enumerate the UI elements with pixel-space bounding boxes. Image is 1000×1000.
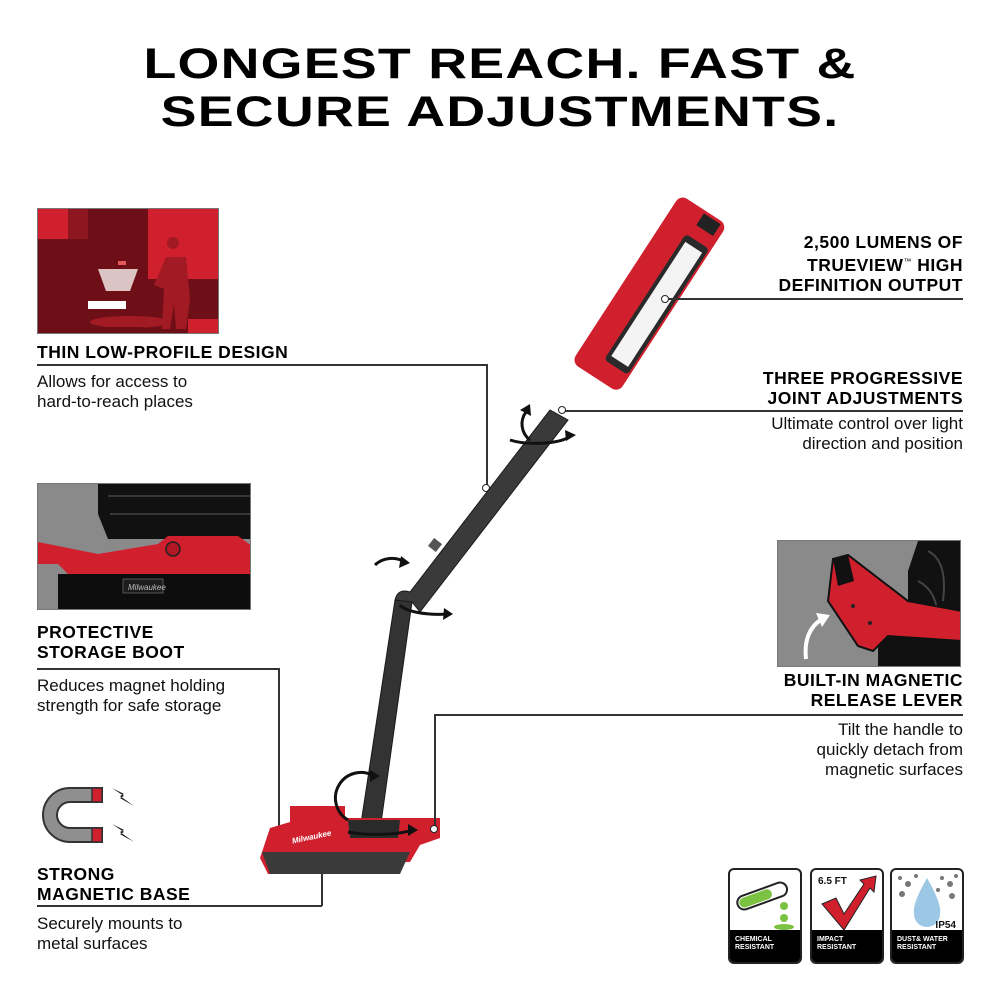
mechanic-under-truck-icon: [38, 209, 218, 333]
storage-boot-description: Reduces magnet holding strength for safe…: [37, 676, 226, 715]
joint-adjustments-callout-dot: [558, 406, 566, 414]
release-lever-title: BUILT-IN MAGNETIC RELEASE LEVER: [783, 670, 963, 710]
magnet-icon: [40, 784, 140, 846]
magnetic-base-title: STRONG MAGNETIC BASE: [37, 864, 191, 904]
lumens-callout-line: [667, 298, 963, 300]
release-lever-callout-line: [435, 714, 963, 716]
impact-resistant-badge: 6.5 FT IMPACT RESISTANT: [810, 868, 884, 964]
dust-water-resistant-badge: IP54 DUST& WATER RESISTANT: [890, 868, 964, 964]
rotate-arrow-icon: [333, 770, 375, 822]
lumens-title: 2,500 LUMENS OF TRUEVIEW™ HIGH DEFINITIO…: [778, 232, 963, 295]
lightning-icon: [112, 788, 134, 806]
storage-boot-title: PROTECTIVE STORAGE BOOT: [37, 622, 185, 662]
storage-boot-illustration: Milwaukee: [37, 483, 251, 610]
storage-boot-callout-line-vertical: [278, 668, 280, 864]
release-lever-callout-dot: [430, 825, 438, 833]
headline-line-2: SECURE ADJUSTMENTS.: [160, 88, 840, 136]
headline: LONGEST REACH. FAST & SECURE ADJUSTMENTS…: [0, 40, 1000, 136]
joint-adjustments-description: Ultimate control over light direction an…: [771, 414, 963, 453]
water-drop-icon: [898, 874, 958, 927]
release-lever-description: Tilt the handle to quickly detach from m…: [816, 720, 963, 779]
thin-profile-callout-line-vertical: [486, 364, 488, 486]
curved-arrow-icon: [803, 617, 824, 660]
lumens-callout-dot: [661, 295, 669, 303]
release-lever-callout-line-vertical: [434, 714, 436, 828]
thin-profile-description: Allows for access to hard-to-reach place…: [37, 372, 193, 411]
thin-profile-illustration: [37, 208, 219, 334]
impact-check-icon: [821, 875, 877, 931]
test-tube-icon: [736, 881, 794, 930]
magnetic-base-callout-line: [37, 905, 322, 907]
joint-adjustments-title: THREE PROGRESSIVE JOINT ADJUSTMENTS: [762, 368, 963, 408]
rotate-arrow-icon: [398, 603, 449, 616]
work-light-product-image: Milwaukee: [255, 195, 755, 875]
headline-line-1: LONGEST REACH. FAST &: [143, 40, 857, 88]
chemical-resistant-badge: CHEMICAL RESISTANT: [728, 868, 802, 964]
svg-text:Milwaukee: Milwaukee: [128, 583, 166, 592]
lightning-icon: [112, 824, 134, 842]
magnetic-base-callout-line-vertical: [321, 866, 323, 906]
joint-adjustments-callout-line: [565, 410, 963, 412]
magnetic-base-description: Securely mounts to metal surfaces: [37, 914, 183, 953]
thin-profile-callout-line: [37, 364, 487, 366]
storage-boot-callout-line: [37, 668, 279, 670]
thin-profile-title: THIN LOW-PROFILE DESIGN: [37, 342, 289, 362]
release-lever-illustration: [777, 540, 961, 667]
